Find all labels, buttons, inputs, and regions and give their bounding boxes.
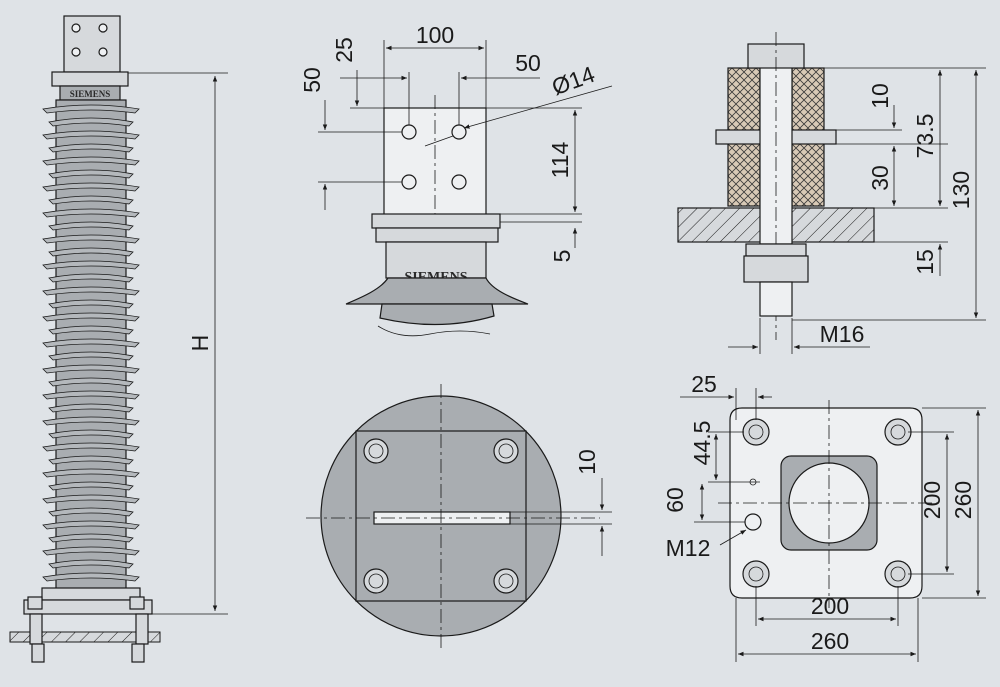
insulator-shed [42, 312, 140, 322]
dim-base-edge: 25 [691, 371, 717, 397]
dim-hole-pitch: 50 [515, 50, 541, 76]
insulator-shed [42, 104, 140, 114]
insulator-shed [42, 546, 140, 556]
dim-thread-size: M16 [820, 321, 865, 347]
insulator-shed [42, 364, 140, 374]
dim-outer-width: 260 [811, 628, 849, 654]
dim-offset-a: 44.5 [689, 421, 715, 466]
dim-hole-diameter: Ø14 [548, 61, 598, 100]
nut [743, 255, 809, 283]
insulator-shed [48, 507, 134, 517]
dim-sleeve-lower: 30 [867, 165, 893, 191]
insulator-shed [48, 559, 134, 569]
top-terminal-detail-view: SIEMENS 100 50 25 50 Ø14 114 5 [299, 22, 613, 337]
dim-washer: 10 [867, 83, 893, 109]
brand-logo-small: SIEMENS [70, 89, 111, 99]
dim-height-label: H [187, 335, 213, 352]
dim-terminal-width: 100 [416, 22, 454, 48]
dim-sleeve-height: 73.5 [912, 114, 938, 159]
dim-terminal-height: 114 [547, 141, 573, 178]
base-plate-view: 25 44.5 60 M12 200 260 200 260 [662, 371, 986, 662]
flange-top-view: 10 [306, 384, 612, 648]
insulator-shed [48, 273, 134, 283]
m12-tapped-hole [744, 513, 762, 531]
insulator-shed [48, 169, 134, 179]
insulator-shed [42, 260, 140, 270]
insulator-shed [48, 143, 134, 153]
dim-edge-offset: 25 [331, 37, 357, 63]
dim-bolt-length: 130 [948, 171, 974, 209]
insulator-shed [42, 208, 140, 218]
insulator-shed [48, 533, 134, 543]
dim-tapped-thread: M12 [666, 535, 711, 561]
insulator-shed [48, 481, 134, 491]
insulator-shed [48, 325, 134, 335]
dim-inner-height: 200 [919, 481, 945, 519]
insulator-shed [48, 247, 134, 257]
insulator-shed [42, 468, 140, 478]
insulator-shed [42, 130, 140, 140]
insulator-shed [48, 455, 134, 465]
insulator-shed [48, 377, 134, 387]
dim-top-offset: 50 [299, 67, 325, 93]
top-flange [51, 71, 129, 87]
dim-slot-width: 10 [574, 449, 600, 475]
insulator-shed [48, 403, 134, 413]
insulator-shed [42, 416, 140, 426]
insulator-shed [42, 442, 140, 452]
flange-bolt-holes [363, 438, 519, 594]
insulator-shed [48, 221, 134, 231]
arrester-elevation-view: SIEMENS H [9, 15, 228, 663]
base-flange [41, 587, 141, 601]
insulator-shed [48, 117, 134, 127]
dim-plate-thickness: 15 [912, 249, 938, 275]
insulator-shed [48, 429, 134, 439]
bolt-section-view: 10 30 73.5 15 130 M16 [677, 32, 986, 354]
insulator-shed [48, 299, 134, 309]
base-corner-holes [742, 418, 912, 588]
dim-base-gap: 5 [549, 250, 575, 263]
insulator-shed [42, 520, 140, 530]
insulator-shed [42, 338, 140, 348]
insulator-shed [42, 234, 140, 244]
insulator-shed [42, 390, 140, 400]
dim-offset-b: 60 [662, 487, 688, 513]
insulator-shed [48, 195, 134, 205]
insulator-shed [42, 286, 140, 296]
threaded-end [759, 281, 793, 317]
insulator-shed [42, 182, 140, 192]
dim-inner-width: 200 [811, 593, 849, 619]
insulator-sheds [42, 104, 140, 582]
mounting-floor [9, 631, 161, 643]
top-terminal-plate [63, 15, 121, 73]
insulator-shed [42, 156, 140, 166]
insulator-shed [42, 572, 140, 582]
insulator-shed [42, 494, 140, 504]
dim-outer-height: 260 [950, 481, 976, 519]
insulator-shed [48, 351, 134, 361]
